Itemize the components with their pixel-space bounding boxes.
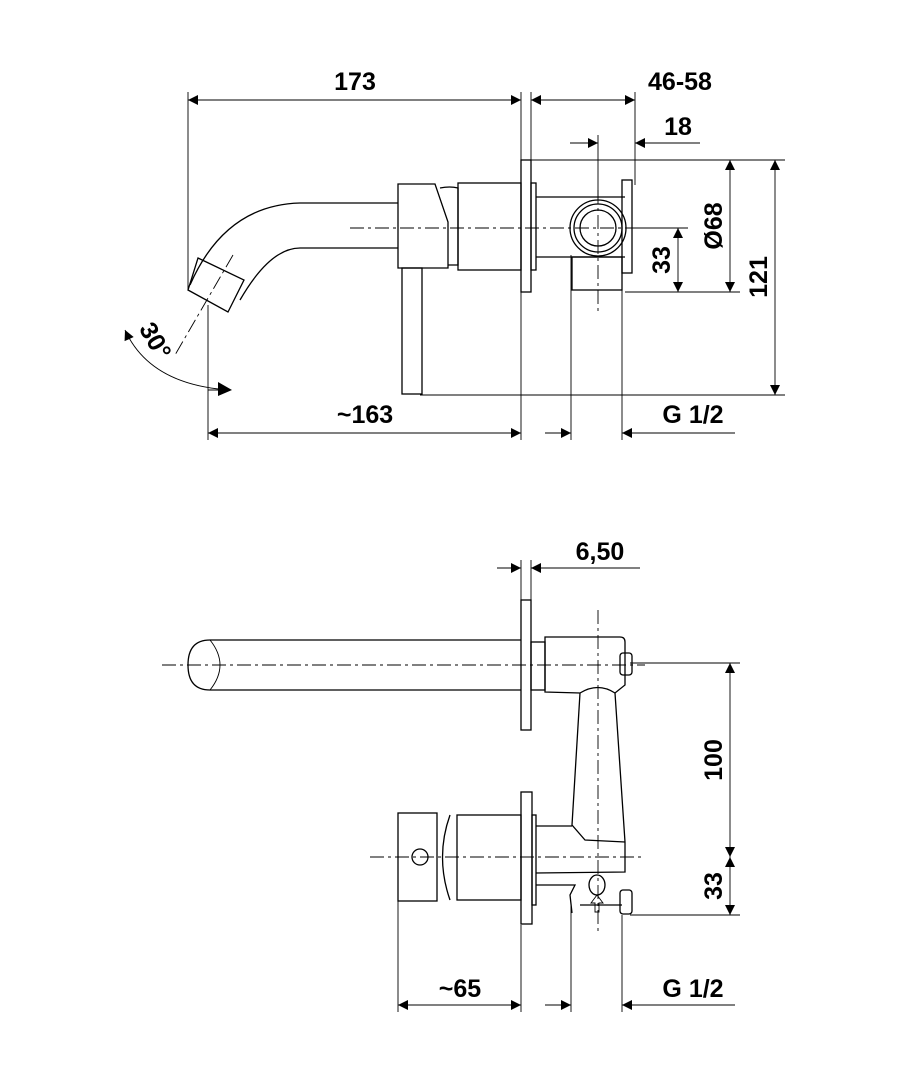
- mixer-outline-front: [187, 599, 633, 925]
- dim-label-6-50: 6,50: [576, 538, 625, 566]
- dim-label-g12-top: G 1/2: [662, 401, 723, 429]
- dim-label-100: 100: [700, 739, 728, 781]
- dim-label-g12-front: G 1/2: [662, 975, 723, 1003]
- extension-lines: [187, 92, 785, 440]
- wall-plate: [520, 159, 532, 293]
- dim-label-65: ~65: [439, 975, 482, 1003]
- dim-label-163: ~163: [337, 401, 393, 429]
- mixer-outline-top: [187, 159, 633, 395]
- angle-arc: [124, 329, 231, 391]
- dim-label-30-deg: 30°: [133, 318, 176, 365]
- dim-label-18: 18: [664, 113, 692, 141]
- front-view: 6,50 100 33 ~65 G 1/2: [162, 538, 740, 1012]
- dim-label-121: 121: [745, 256, 773, 298]
- dim-label-173: 173: [334, 68, 376, 96]
- top-view: 173 46-58 18 Ø68 121 33 ~163 G 1/2 30°: [124, 68, 785, 440]
- extension-lines-front: [397, 560, 740, 1012]
- dim-label-33-front: 33: [700, 872, 728, 900]
- dim-label-33-top: 33: [648, 246, 676, 274]
- dim-label-46-58: 46-58: [648, 68, 712, 96]
- dim-label-diameter-68: Ø68: [700, 202, 728, 249]
